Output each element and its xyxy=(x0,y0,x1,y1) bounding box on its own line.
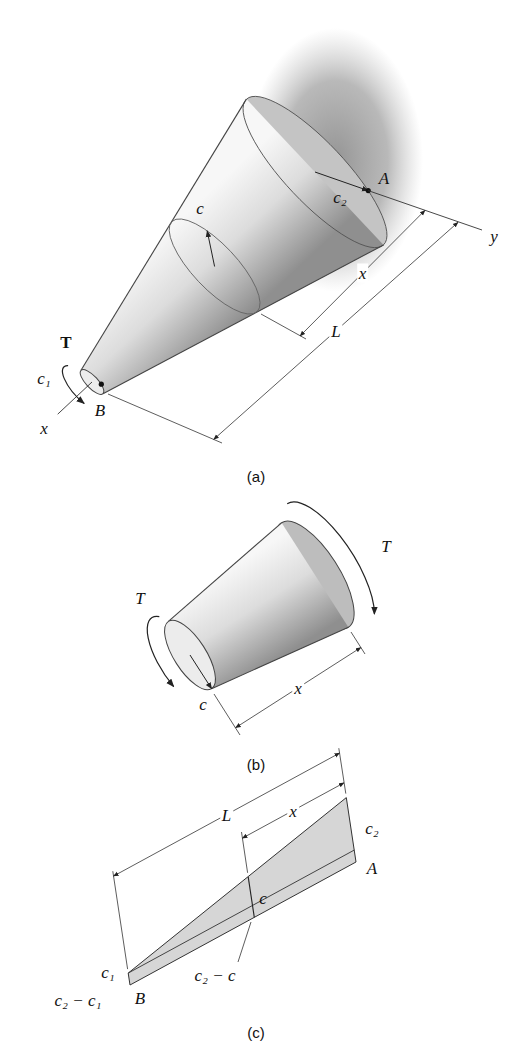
radius-label: c xyxy=(259,890,267,907)
figure-caption: (b) xyxy=(247,757,265,772)
shaft-edge xyxy=(168,523,281,622)
point-label: B xyxy=(95,402,105,419)
torque-label: T xyxy=(381,538,390,555)
radius-label: c₂ − c₁ xyxy=(55,992,102,1009)
point-label: B xyxy=(135,990,145,1007)
extension-line xyxy=(108,394,222,443)
section-face xyxy=(155,613,225,698)
dimension-line xyxy=(114,753,340,876)
radius-label: c₂ xyxy=(333,189,346,206)
axis-label: x xyxy=(40,420,48,437)
radius-arrow xyxy=(207,231,214,267)
dimension-label: x xyxy=(292,679,304,698)
dimension-label: L xyxy=(220,805,233,824)
radius-arrow xyxy=(190,655,212,689)
section-outline xyxy=(156,206,273,326)
shaft-edge xyxy=(81,99,246,370)
point-label: A xyxy=(367,860,377,877)
radius-profile xyxy=(128,798,356,985)
figure-b xyxy=(147,502,374,735)
extension-line xyxy=(339,748,346,793)
section-line xyxy=(248,877,254,918)
profile-line xyxy=(128,850,354,973)
radius-label: c₂ xyxy=(365,820,378,837)
radius-label: c xyxy=(199,696,207,713)
fixed-end-outline xyxy=(225,79,406,266)
dimension-line xyxy=(300,210,425,336)
torque-arrow xyxy=(287,502,374,614)
dimension-label: x xyxy=(357,264,369,283)
extension-line xyxy=(351,632,365,654)
figure-caption: (a) xyxy=(247,469,265,484)
dimension-label: x xyxy=(287,801,299,820)
torque-arrow xyxy=(62,366,84,404)
radius-label: c₂ − c xyxy=(195,967,236,984)
leader-line xyxy=(238,922,251,962)
torque-label: T xyxy=(60,334,71,351)
shaft-edge xyxy=(212,627,349,689)
point-label: A xyxy=(379,170,389,187)
axis-label: y xyxy=(490,228,498,245)
tapered-shaft-body xyxy=(81,99,384,394)
dimension-line xyxy=(214,222,458,439)
dimension-line xyxy=(242,783,344,838)
point-dot xyxy=(99,382,104,387)
torque-label: T xyxy=(135,590,144,607)
y-axis xyxy=(368,191,482,230)
torque-arrow xyxy=(147,616,173,686)
x-axis xyxy=(58,382,92,414)
dimension-label: L xyxy=(329,322,342,341)
shaft-segment-body xyxy=(168,523,348,689)
radius-label: c xyxy=(196,200,204,217)
extension-line xyxy=(113,871,128,969)
figure-c xyxy=(113,748,356,985)
radius-label: c₁ xyxy=(37,370,50,387)
dimension-line xyxy=(236,648,361,728)
figure-caption: (c) xyxy=(247,1025,265,1040)
shaft-edge xyxy=(103,245,384,394)
extension-line xyxy=(261,314,306,339)
radius-label: c₁ xyxy=(101,964,114,981)
figure-a xyxy=(58,28,482,443)
extension-line xyxy=(214,694,240,735)
